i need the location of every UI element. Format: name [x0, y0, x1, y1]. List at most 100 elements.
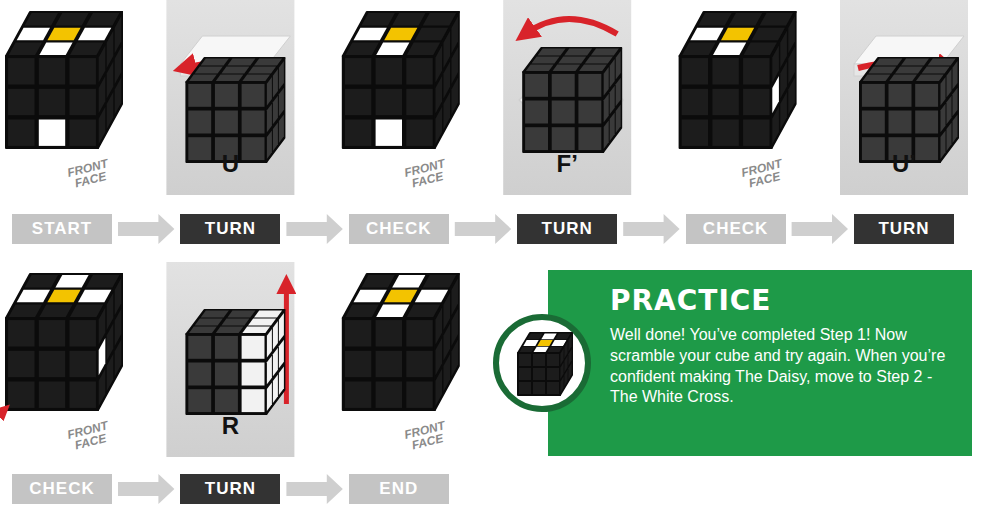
cube-sticker [526, 65, 554, 72]
cube-sticker [267, 131, 272, 159]
cube-sticker [215, 327, 243, 334]
cube-sticker [780, 31, 787, 68]
cube-sticker [564, 342, 567, 359]
cube-sticker [941, 131, 946, 159]
cube-sticker [578, 127, 601, 150]
cube-face [266, 310, 284, 414]
cube-sticker [376, 382, 402, 408]
cube-sticker [889, 75, 917, 82]
cube-sticker [86, 13, 119, 26]
cube-sticker [780, 92, 787, 129]
cube-sticker [862, 137, 885, 160]
cube-sticker [915, 111, 938, 134]
cube-sticker [788, 16, 795, 53]
cube-sticker [188, 137, 211, 160]
cube-sticker [70, 304, 103, 317]
cube-sticker [17, 28, 50, 41]
cube-sticker [195, 67, 223, 74]
cube-sticker [423, 275, 456, 288]
cube-sticker [610, 113, 615, 141]
cube-sticker [564, 370, 567, 387]
cube-sticker [436, 369, 443, 406]
cube-sticker [279, 115, 284, 143]
cube-sticker [537, 340, 552, 346]
cube-sticker [558, 57, 586, 64]
step-label: CHECK [349, 214, 449, 244]
step-label: START [12, 214, 112, 244]
cube-sticker [279, 313, 284, 341]
cube-sticker [690, 28, 723, 41]
panel-ground [503, 0, 631, 195]
turned-face [519, 48, 623, 152]
cube-sticker [682, 42, 715, 55]
cube-sticker [8, 89, 34, 115]
cube-sticker [242, 363, 265, 386]
cube-sticker [547, 382, 559, 394]
cube-sticker [376, 351, 402, 377]
cube-sticker [947, 123, 952, 151]
face-label: FRONT FACE [399, 418, 453, 453]
rubiks-cube [6, 274, 122, 410]
cube-sticker [604, 121, 609, 149]
rubiks-cube [523, 48, 621, 152]
cube-sticker [712, 120, 738, 146]
cube-sticker [254, 59, 282, 66]
cube-sticker [39, 120, 65, 146]
move-notation: U’ [892, 150, 916, 178]
cube-sticker [533, 382, 545, 394]
cube-face [343, 56, 435, 148]
cube-sticker [436, 76, 443, 113]
rubiks-cube [6, 12, 122, 148]
flow-arrow [286, 474, 342, 504]
cube-sticker [533, 354, 545, 366]
cube-sticker [525, 101, 548, 124]
cube-face [435, 12, 459, 148]
cube-sticker [99, 107, 106, 144]
cube-sticker [254, 311, 282, 318]
cube-sticker [541, 334, 556, 340]
cube-sticker [406, 382, 432, 408]
cube-sticker [221, 67, 249, 74]
cube-sticker [780, 61, 787, 98]
cube-sticker [610, 59, 615, 87]
cube-face [518, 353, 560, 395]
cube-sticker [99, 76, 106, 113]
cube-sticker [406, 58, 432, 84]
cube-sticker [552, 101, 575, 124]
cube-sticker [682, 58, 708, 84]
cube-sticker [115, 16, 122, 53]
cube-face [6, 56, 98, 148]
cube-sticker [538, 49, 566, 56]
cube-sticker [947, 96, 952, 124]
cube-sticker [752, 28, 785, 41]
cube-sticker [889, 111, 912, 134]
cube-sticker [788, 77, 795, 114]
cube-sticker [70, 120, 96, 146]
cube-face [98, 274, 122, 410]
cube-sticker [273, 96, 278, 124]
step-label: CHECK [686, 214, 786, 244]
cube-sticker [423, 13, 456, 26]
cube-sticker [215, 389, 238, 412]
cube-sticker [947, 69, 952, 97]
cube-sticker [604, 67, 609, 95]
cube-sticker [345, 351, 371, 377]
cube-sticker [273, 69, 278, 97]
cube-sticker [221, 319, 249, 326]
cube-sticker [392, 13, 425, 26]
cube-sticker [452, 77, 459, 114]
cube-sticker [384, 28, 417, 41]
cube-sticker [953, 88, 958, 116]
cube-sticker [953, 115, 958, 143]
cube-sticker [523, 340, 538, 346]
rubiks-cube [343, 274, 459, 410]
panel-ground [166, 0, 294, 195]
cube-sticker [279, 367, 284, 395]
cube-sticker [267, 356, 272, 384]
cube-sticker [729, 13, 762, 26]
cube-sticker [99, 338, 106, 375]
cube-sticker [915, 84, 938, 107]
cube-sticker [345, 382, 371, 408]
